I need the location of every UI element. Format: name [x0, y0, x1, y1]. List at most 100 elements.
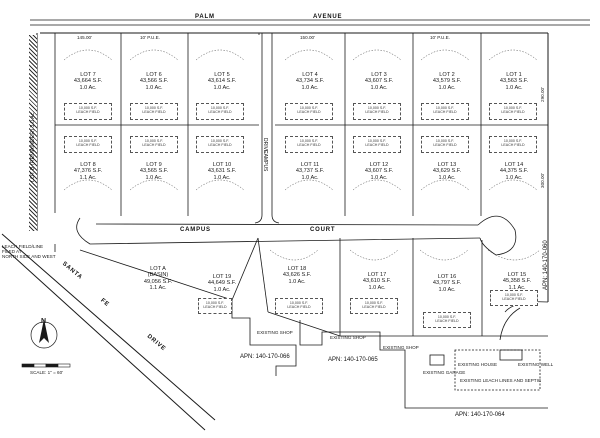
lot-acres: 1.0 Ac. [368, 284, 386, 291]
lot-name: LOT 12 [369, 162, 389, 168]
street-court: COURT [310, 227, 336, 233]
north-arrow-icon [30, 319, 58, 349]
remainder-area: 3.0 Ac. [30, 111, 36, 128]
lot-name: LOT 15 [507, 272, 527, 278]
lot-13-label: LOT 13 43,629 S.F. 1.0 Ac. [433, 162, 461, 181]
lot-16-label: LOT 16 43,797 S.F. 1.0 Ac. [433, 274, 461, 293]
scale-bar [21, 363, 71, 368]
leach-area: 10,000 S.F. [367, 106, 387, 110]
leach-area: 10,000 S.F. [78, 106, 98, 110]
leach-area: 10,000 S.F. [435, 139, 455, 143]
street-campus: CAMPUS [180, 227, 211, 233]
lot-acres: 1.0 Ac. [505, 174, 523, 181]
leach-label: LEACH FIELD [297, 109, 321, 114]
lot-area: 43,626 S.F. [282, 272, 312, 279]
remainder-label: LOT B (REMAINDER) 3.0 Ac. [30, 111, 36, 182]
leach-area: 10,000 S.F. [503, 139, 523, 143]
lot-acres: 1.0 Ac. [505, 84, 523, 91]
lot-acres: 1.0 Ac. [438, 174, 456, 181]
roads-and-lot-lines [1, 19, 590, 431]
lot-area: 43,737 S.F. [295, 168, 325, 175]
lot-area: 43,565 S.F. [139, 168, 169, 175]
lot-area: 43,734 S.F. [295, 78, 325, 85]
lot-acres: 1.0 Ac. [145, 84, 163, 91]
apn-east: APN: 140-170-060 [543, 240, 549, 290]
leach-label: LEACH FIELD [208, 109, 232, 114]
note-line: NORTH SIDE AND WEST [2, 254, 56, 260]
lot-area: 43,579 S.F. [432, 78, 462, 85]
leach-area: 10,000 S.F. [367, 139, 387, 143]
lot-area: 43,629 S.F. [432, 168, 462, 175]
lot-acres: 1.0 Ac. [370, 174, 388, 181]
existing-house: EXISTING HOUSE [458, 362, 498, 367]
lot-10-label: LOT 10 43,631 S.F. 1.0 Ac. [208, 162, 236, 181]
note-line: FILED AT [2, 249, 22, 255]
existing-well: EXISTING WELL [518, 362, 554, 367]
lot-19-label: LOT 19 44,649 S.F. 1.0 Ac. [208, 274, 236, 293]
existing-shop-2: EXISTING SHOP [330, 335, 366, 340]
lot-area: 43,610 S.F. [362, 278, 392, 285]
leach-field: 10,000 S.F.LEACH FIELD [421, 136, 469, 153]
existing-leach-lines: EXISTING LEACH LINES AND SEPTIC [460, 378, 542, 383]
lot-acres: 1.0 Ac. [370, 84, 388, 91]
leach-label: LEACH FIELD [208, 142, 232, 147]
leach-field: 10,000 S.F.LEACH FIELD [64, 103, 112, 120]
apn-south-east: APN: 140-170-064 [455, 412, 505, 418]
lot-area: 43,563 S.F. [499, 78, 529, 85]
lot-2-label: LOT 2 43,579 S.F. 1.0 Ac. [433, 72, 461, 91]
existing-garage: EXISTING GARAGE [423, 370, 466, 375]
lot-15-label: LOT 15 45,358 S.F. 1.1 Ac. [503, 272, 531, 291]
lot-acres: 1.0 Ac. [213, 84, 231, 91]
lot-acres: 1.0 Ac. [301, 84, 319, 91]
leach-label: LEACH FIELD [362, 304, 386, 309]
lot-name: LOT 2 [439, 72, 455, 78]
leach-label: LEACH FIELD [287, 304, 311, 309]
leach-field: 10,000 S.F.LEACH FIELD [490, 290, 538, 306]
lot-8-label: LOT 8 47,376 S.F. 1.1 Ac. [74, 162, 102, 181]
leach-label: LEACH FIELD [433, 109, 457, 114]
scale-label: SCALE: 1" = 60' [30, 370, 64, 375]
leach-label: LEACH FIELD [203, 304, 227, 309]
lot-acres: 1.0 Ac. [438, 286, 456, 293]
leach-area: 10,000 S.F. [78, 139, 98, 143]
lot-acres: 1.0 Ac. [213, 286, 231, 293]
apn-south-mid: APN: 140-170-065 [328, 357, 378, 363]
leach-field: 10,000 S.F.LEACH FIELD [423, 312, 471, 328]
lot-area: 43,566 S.F. [139, 78, 169, 85]
lot-1-label: LOT 1 43,563 S.F. 1.0 Ac. [500, 72, 528, 91]
leach-area: 10,000 S.F. [299, 106, 319, 110]
lot-name: LOT 17 [367, 272, 387, 278]
dim-mid: 150.00' [300, 35, 315, 40]
leach-label: LEACH FIELD [76, 142, 100, 147]
leach-area: 10,000 S.F. [437, 315, 457, 319]
leach-label: LEACH FIELD [435, 318, 459, 323]
leach-area: 10,000 S.F. [435, 106, 455, 110]
lot-area: 44,649 S.F. [207, 280, 237, 287]
lot-3-label: LOT 3 43,607 S.F. 1.0 Ac. [365, 72, 393, 91]
lot-name: LOT 19 [212, 274, 232, 280]
lot-acres: 1.1 Ac. [508, 284, 526, 291]
leach-label: LEACH FIELD [365, 109, 389, 114]
lot-name: LOT 7 [80, 72, 96, 78]
lot-7-label: LOT 7 43,664 S.F. 1.0 Ac. [74, 72, 102, 91]
remainder-name: LOT B (REMAINDER) [30, 129, 36, 182]
lot-5-label: LOT 5 43,614 S.F. 1.0 Ac. [208, 72, 236, 91]
lot-name: LOT 9 [146, 162, 162, 168]
leach-field: 10,000 S.F.LEACH FIELD [421, 103, 469, 120]
leach-label: LEACH FIELD [501, 142, 525, 147]
leach-field: 10,000 S.F.LEACH FIELD [350, 298, 398, 314]
street-palm: PALM [195, 14, 215, 20]
leach-area: 10,000 S.F. [364, 301, 384, 305]
lot-17-label: LOT 17 43,610 S.F. 1.0 Ac. [363, 272, 391, 291]
leach-label: LEACH FIELD [365, 142, 389, 147]
leach-field: 10,000 S.F.LEACH FIELD [353, 103, 401, 120]
dim-top: 145.00' [77, 35, 92, 40]
dim-pue-2: 10' P.U.E. [430, 35, 450, 40]
leach-area: 10,000 S.F. [504, 293, 524, 297]
lot-name: LOT 6 [146, 72, 162, 78]
lot-area: 44,375 S.F. [499, 168, 529, 175]
lot-area: 43,614 S.F. [207, 78, 237, 85]
note-line: LEACH FIELD/LINE [2, 244, 44, 249]
lot-area: 45,358 S.F. [502, 278, 532, 285]
